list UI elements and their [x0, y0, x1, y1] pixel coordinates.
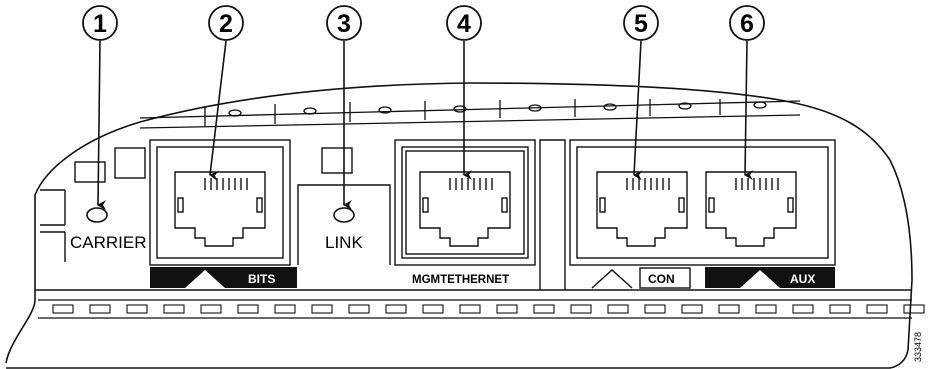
link-led — [333, 207, 355, 223]
figure-id: 333478 — [913, 332, 923, 362]
vent-slot — [274, 304, 296, 314]
vent-slot — [829, 304, 851, 314]
bits-strip — [150, 267, 297, 288]
callout-2-arrow — [209, 40, 227, 181]
mgmt-ethernet-port — [394, 139, 536, 266]
chassis-outline — [5, 82, 913, 369]
vent-slot — [126, 304, 148, 314]
callout-2: 2 — [219, 10, 233, 38]
con-label: CON — [648, 272, 675, 286]
vent-slot — [385, 304, 407, 314]
callout-arrows — [97, 40, 754, 211]
vent-slot — [866, 304, 888, 314]
aux-label: AUX — [790, 272, 815, 286]
callout-1-arrow — [97, 40, 107, 211]
vent-slot — [422, 304, 444, 314]
panel-divider — [539, 139, 566, 290]
callout-5: 5 — [634, 10, 648, 38]
callout-4: 4 — [457, 10, 471, 38]
vent-slot — [755, 304, 777, 314]
bottom-vent-slots — [52, 304, 925, 314]
vent-slot — [792, 304, 814, 314]
carrier-led — [86, 207, 108, 223]
vent-slot — [237, 304, 259, 314]
carrier-label: CARRIER — [70, 233, 147, 252]
vent-slot — [163, 304, 185, 314]
vent-slot — [903, 304, 925, 314]
aux-strip — [705, 267, 835, 288]
vent-slot — [348, 304, 370, 314]
callout-6-arrow — [744, 40, 754, 181]
vent-slot — [644, 304, 666, 314]
vent-slot — [718, 304, 740, 314]
vent-slot — [89, 304, 111, 314]
link-label: LINK — [325, 233, 363, 252]
bits-port — [149, 139, 291, 266]
bits-label: BITS — [248, 272, 275, 286]
mgmt-ethernet-label: MGMTETHERNET — [412, 274, 509, 286]
con-port — [596, 171, 688, 247]
left-side-blocks — [40, 147, 146, 262]
callout-5-arrow — [633, 40, 643, 181]
callout-circles — [82, 5, 765, 41]
vent-slot — [533, 304, 555, 314]
vent-slot — [607, 304, 629, 314]
callout-1: 1 — [93, 10, 107, 38]
bottom-vent-row — [38, 299, 912, 319]
con-strip — [591, 267, 691, 289]
vent-slot — [570, 304, 592, 314]
callout-3: 3 — [337, 10, 351, 38]
vent-slot — [311, 304, 333, 314]
vent-slot — [681, 304, 703, 314]
vent-slot — [496, 304, 518, 314]
vent-slot — [52, 304, 74, 314]
vent-slot — [459, 304, 481, 314]
callout-6: 6 — [740, 10, 754, 38]
aux-port — [705, 171, 797, 247]
vent-slot — [200, 304, 222, 314]
con-aux-enclosure — [569, 139, 836, 266]
top-vent-row — [139, 99, 801, 129]
